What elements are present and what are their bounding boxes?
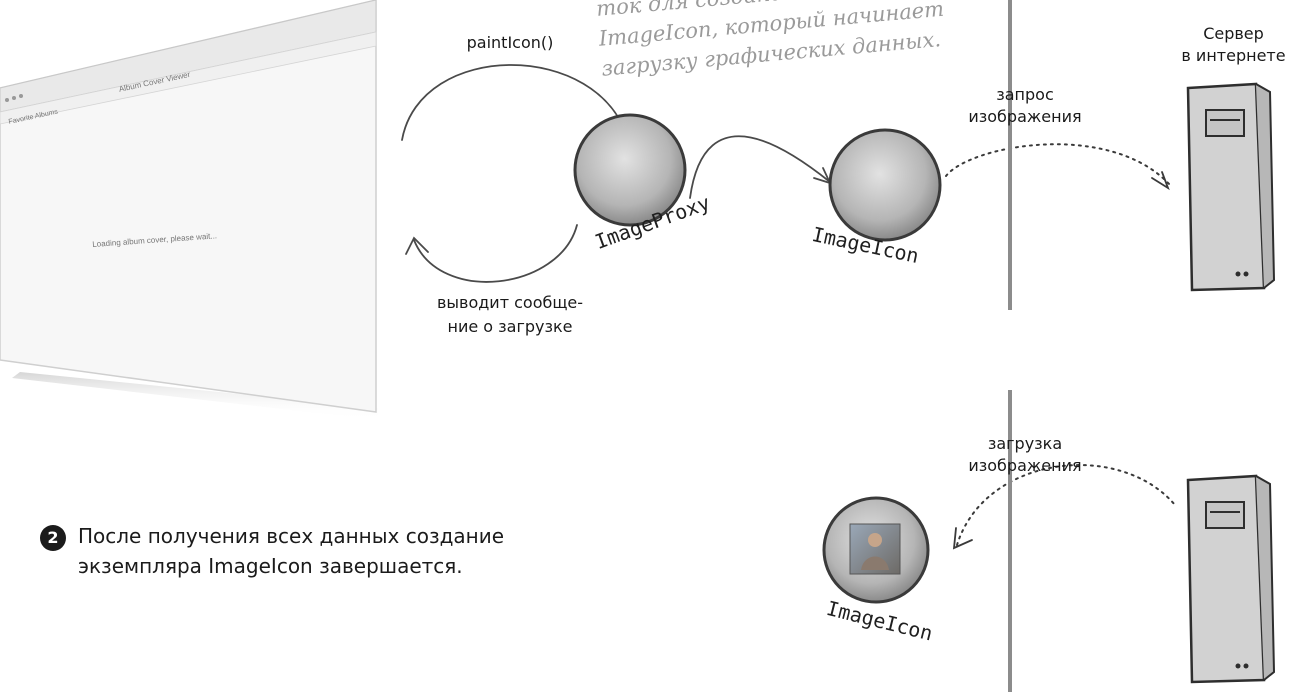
server-label-line: в интернете <box>1181 46 1286 65</box>
download-label-line: изображения <box>968 456 1082 475</box>
return-message-line: выводит сообще- <box>436 293 584 312</box>
request-label: запрос изображения <box>960 84 1090 128</box>
download-label-line: загрузка <box>987 434 1063 453</box>
loaded-image-icon-sphere <box>822 496 930 604</box>
paint-icon-arrow <box>401 64 629 141</box>
request-label-line: изображения <box>968 107 1082 126</box>
request-label-line: запрос <box>996 85 1054 104</box>
proxy-to-icon-arrow <box>689 135 831 199</box>
server-icon-top <box>1186 82 1276 292</box>
image-proxy-sphere <box>573 113 687 227</box>
album-cover-viewer-window <box>0 0 378 420</box>
return-message-arrow <box>413 224 578 283</box>
network-divider-bottom <box>1008 390 1012 692</box>
server-label-line: Сервер <box>1203 24 1264 43</box>
download-dotted-arrow <box>956 464 1176 546</box>
return-message-line: ние о загрузке <box>447 317 573 336</box>
return-message-label: выводит сообще- ние о загрузке <box>420 291 600 339</box>
step-description-line: После получения всех данных создание <box>78 524 505 548</box>
server-icon-bottom <box>1186 474 1276 684</box>
image-icon-sphere <box>828 128 942 242</box>
network-divider-top <box>1008 0 1012 310</box>
step-description: После получения всех данных создание экз… <box>78 521 598 581</box>
step-description-line: экземпляра ImageIcon завершается. <box>78 554 463 578</box>
server-label: Сервер в интернете <box>1170 23 1297 67</box>
download-label: загрузка изображения <box>960 433 1090 477</box>
paint-icon-label: paintIcon() <box>466 33 554 52</box>
step-number-badge: 2 <box>40 525 66 551</box>
request-dotted-arrow <box>945 143 1171 186</box>
